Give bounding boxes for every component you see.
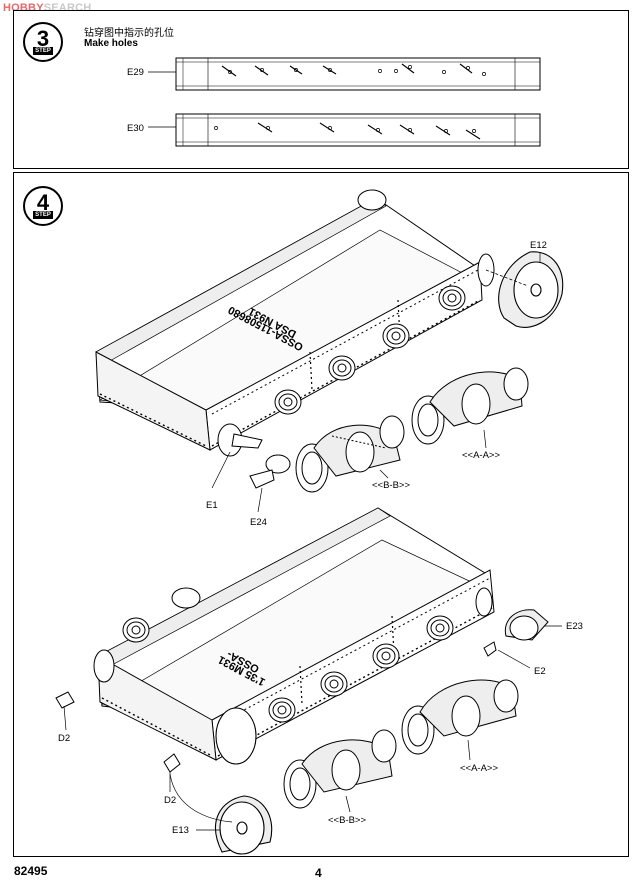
part-label-e1: E1 <box>206 500 218 511</box>
step4-number: 4 <box>36 190 50 215</box>
part-d2-mid <box>163 753 181 773</box>
part-label-e24: E24 <box>250 517 267 528</box>
page-number: 4 <box>315 866 322 880</box>
part-e12-sprocket <box>498 251 564 328</box>
part-e23-idler <box>504 609 549 641</box>
part-label-e29: E29 <box>127 67 144 78</box>
part-label-e13: E13 <box>172 825 189 836</box>
step3-badge: 3 STEP <box>23 22 63 62</box>
part-label-e2: E2 <box>534 666 546 677</box>
lower-hull-wheels <box>122 615 454 723</box>
step4-badge: 4 STEP <box>23 186 63 226</box>
part-e2-axle <box>483 641 497 657</box>
step3-number: 3 <box>36 26 50 51</box>
part-e1-bracket <box>217 423 263 457</box>
lower-bogie-aa <box>401 679 519 755</box>
beam-e30 <box>175 113 541 147</box>
lower-bogie-bb <box>283 729 397 809</box>
beam-e29 <box>175 57 541 91</box>
part-e24-idler <box>249 454 291 489</box>
part-label-d2-left: D2 <box>58 733 71 744</box>
part-e13-sprocket <box>214 707 273 855</box>
upper-bogie-aa <box>411 367 529 445</box>
part-label-e30: E30 <box>127 123 144 134</box>
step4-drawing: OSSA-11508680 DSA N931 <box>55 189 564 855</box>
upper-hull-wheels <box>274 285 466 415</box>
part-label-e12: E12 <box>530 240 547 251</box>
step3-instruction-en: Make holes <box>84 38 138 49</box>
upper-bogie-bb <box>295 415 405 493</box>
section-label-lower-bb: <<B-B>> <box>328 815 367 826</box>
step4-step-word: STEP <box>33 211 53 219</box>
product-code: 82495 <box>14 864 48 878</box>
section-label-upper-aa: <<A-A>> <box>462 450 501 461</box>
step3-step-word: STEP <box>33 47 53 55</box>
part-label-d2-mid: D2 <box>164 795 177 806</box>
section-label-upper-bb: <<B-B>> <box>372 480 411 491</box>
part-d2-left <box>55 691 75 709</box>
part-label-e23: E23 <box>566 621 583 632</box>
step3-drawing <box>148 57 541 147</box>
step3-instruction-cn: 钻穿图中指示的孔位 <box>84 28 174 39</box>
section-label-lower-aa: <<A-A>> <box>460 763 499 774</box>
